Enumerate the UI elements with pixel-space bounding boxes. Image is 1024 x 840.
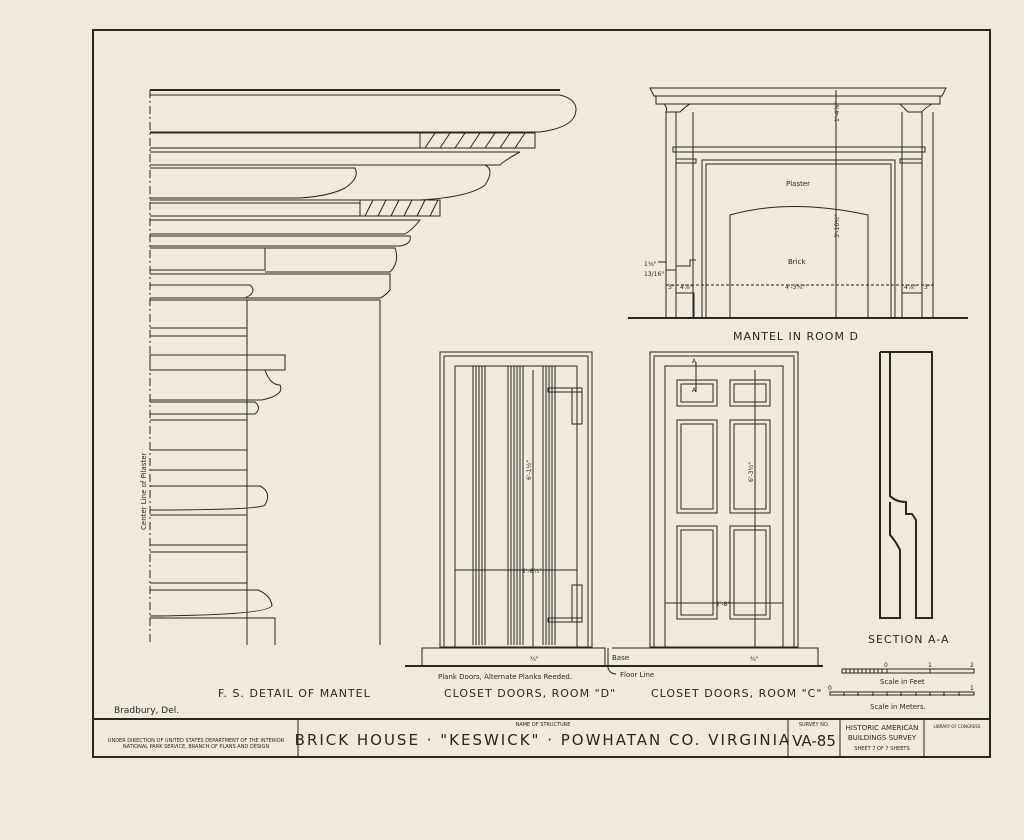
library-stamp: LIBRARY OF CONGRESS bbox=[934, 724, 981, 729]
meter-tick-0: 0 bbox=[828, 685, 832, 692]
survey-number: VA-85 bbox=[792, 732, 836, 750]
dim-door-c-base: ¾" bbox=[750, 656, 759, 663]
sheet-number: SHEET 7 OF 7 SHEETS bbox=[854, 746, 909, 752]
name-of-structure-label: NAME OF STRUCTURE bbox=[516, 722, 571, 728]
plank-doors-note: Plank Doors, Alternate Planks Reeded. bbox=[438, 673, 572, 681]
scale-feet-label: Scale in Feet bbox=[880, 678, 925, 686]
habs-line-1: HISTORIC AMERICAN bbox=[846, 724, 919, 732]
center-line-note: Center Line of Pilaster bbox=[140, 452, 148, 530]
section-mark-bottom: A bbox=[692, 387, 697, 394]
section-a-a: SECTION A-A bbox=[868, 351, 950, 646]
meter-tick-1: 1 bbox=[970, 685, 974, 692]
floor-line-label: Floor Line bbox=[620, 671, 654, 679]
dim-step-b: 13/16" bbox=[644, 271, 664, 278]
dim-door-c-height: 6'-3½" bbox=[748, 462, 755, 482]
structure-name: BRICK HOUSE · "KESWICK" · POWHATAN CO. V… bbox=[295, 731, 792, 749]
section-title: SECTION A-A bbox=[868, 633, 950, 646]
dim-opening-height: 3'-10½" bbox=[834, 214, 841, 238]
habs-line-2: BUILDINGS SURVEY bbox=[848, 734, 917, 742]
detail-title: F. S. DETAIL OF MANTEL bbox=[218, 687, 371, 700]
sheet-border bbox=[92, 29, 991, 758]
section-mark-top: A bbox=[692, 358, 697, 365]
agency-line-2: NATIONAL PARK SERVICE, BRANCH OF PLANS A… bbox=[123, 744, 270, 750]
closet-d-title: CLOSET DOORS, ROOM "D" bbox=[444, 687, 616, 700]
dim-door-d-height: 6'-1½" bbox=[526, 460, 533, 480]
closet-door-room-c: A A 6'-3½" 2'-8" ¾" CLOSET DOORS, ROOM "… bbox=[612, 351, 823, 700]
mantel-title: MANTEL IN ROOM D bbox=[733, 330, 859, 343]
agency-line-1: UNDER DIRECTION OF UNITED STATES DEPARTM… bbox=[108, 738, 285, 744]
mantel-elevation: Plaster Brick 1'-4⅞" 3'-10½" 4'-3¾" 3" 4… bbox=[628, 87, 968, 343]
feet-tick-2: 2 bbox=[970, 662, 974, 669]
dim-door-d-width: 2'-8½" bbox=[522, 568, 542, 575]
survey-no-label: SURVEY NO. bbox=[799, 722, 830, 728]
plaster-label: Plaster bbox=[786, 180, 810, 188]
closet-c-title: CLOSET DOORS, ROOM "C" bbox=[651, 687, 822, 700]
dim-door-d-base: ¾" bbox=[530, 656, 539, 663]
feet-tick-1: 1 bbox=[928, 662, 932, 669]
scale-meters-label: Scale in Meters. bbox=[870, 703, 926, 711]
dim-pilaster-right: 4⅞" bbox=[904, 284, 917, 291]
dim-door-c-width: 2'-8" bbox=[716, 601, 730, 608]
title-block: UNDER DIRECTION OF UNITED STATES DEPARTM… bbox=[93, 718, 990, 757]
dim-opening-width: 4'-3¾" bbox=[785, 284, 805, 291]
closet-door-room-d: 6'-1½" 2'-8½" ¾" Plank Doors, Alternate … bbox=[405, 351, 623, 700]
base-label: Base bbox=[612, 654, 629, 662]
dim-side-right: 3" bbox=[924, 284, 931, 291]
dim-pilaster-left: 4⅞" bbox=[680, 284, 693, 291]
brick-label: Brick bbox=[788, 258, 806, 266]
dim-step-a: 1⅛" bbox=[644, 261, 657, 268]
dim-side-left: 3" bbox=[668, 284, 675, 291]
feet-tick-0: 0 bbox=[884, 662, 888, 669]
draftsman-credit: Bradbury, Del. bbox=[114, 706, 179, 716]
fs-detail-of-mantel: Center Line of Pilaster F. S. DETAIL OF … bbox=[114, 89, 577, 716]
scale-bars: 0 1 2 Scale in Feet 0 1 Scale in Meters. bbox=[828, 662, 975, 711]
dim-frieze-height: 1'-4⅞" bbox=[834, 102, 841, 122]
